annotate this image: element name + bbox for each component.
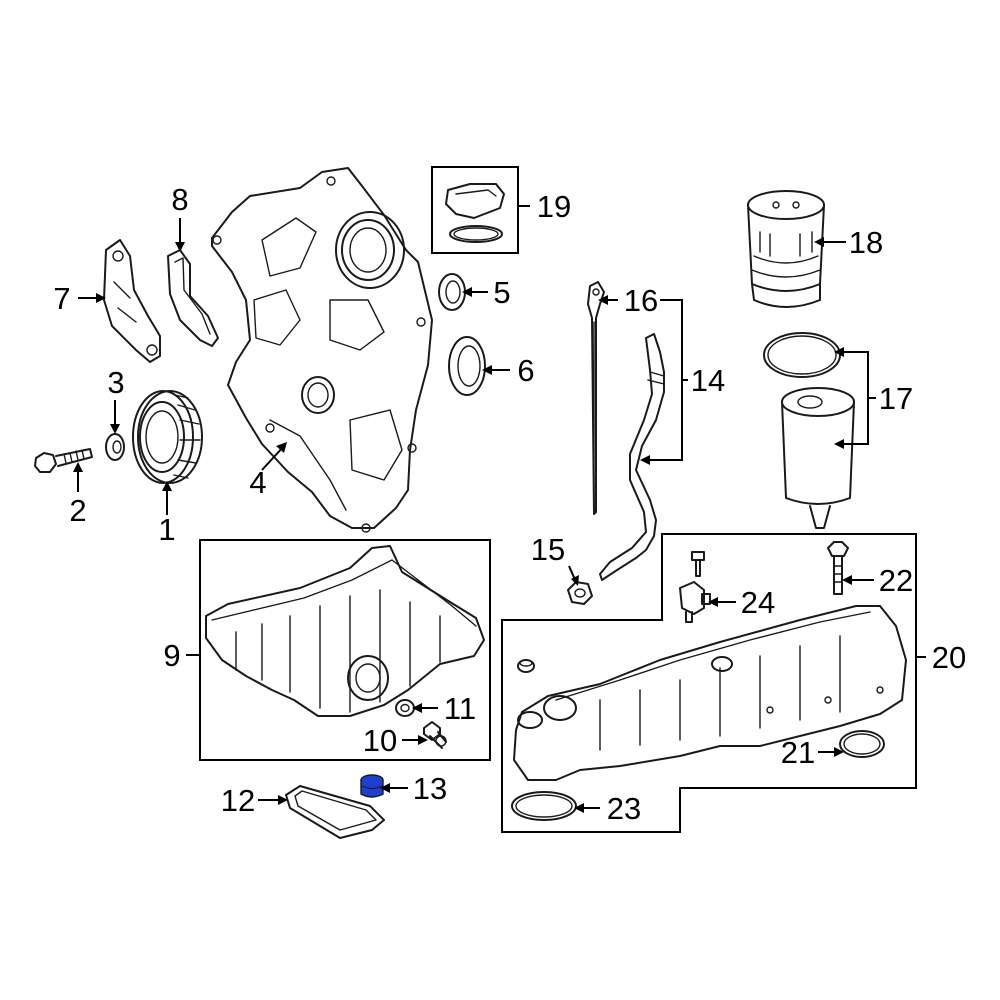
gasket-icon <box>511 791 577 821</box>
oil-filter-element-icon <box>763 332 855 529</box>
filter-housing-cap-icon <box>747 190 825 308</box>
bolt-icon <box>827 541 849 595</box>
gasket-icon <box>285 785 385 839</box>
callout-20: 20 <box>932 640 966 675</box>
arrowheads <box>73 237 852 813</box>
callout-12: 12 <box>221 783 255 818</box>
callout-8: 8 <box>171 182 188 217</box>
sensor-icon <box>679 581 711 623</box>
filter-housing-group-box <box>431 166 519 254</box>
filter-housing-icon <box>445 183 505 243</box>
callout-1: 1 <box>158 512 175 547</box>
callout-18: 18 <box>849 225 883 260</box>
callout-11: 11 <box>444 691 476 726</box>
oil-pan-icon <box>205 545 485 717</box>
callout-3: 3 <box>107 365 124 400</box>
callout-19: 19 <box>537 189 571 224</box>
callout-23: 23 <box>607 791 641 826</box>
seal-icon <box>438 273 466 311</box>
bolt-icon <box>34 448 93 473</box>
callout-5: 5 <box>493 275 510 310</box>
screw-icon <box>691 551 705 577</box>
grommet-icon <box>567 581 593 605</box>
dipstick-tube-icon <box>599 333 665 581</box>
washer-icon <box>395 699 415 717</box>
callout-7: 7 <box>53 281 70 316</box>
gasket-icon <box>839 730 885 758</box>
dipstick-icon <box>587 281 605 515</box>
callout-6: 6 <box>517 353 534 388</box>
callout-14: 14 <box>691 363 725 398</box>
callout-labels: 1 2 3 4 5 6 7 8 9 10 11 12 13 14 15 16 1… <box>53 182 966 826</box>
oil-pan-group-box <box>199 539 491 761</box>
cap-icon <box>517 659 535 673</box>
intake-manifold-group-box <box>501 533 917 833</box>
plug-icon <box>360 774 384 798</box>
drain-plug-icon <box>423 721 447 749</box>
callout-13: 13 <box>413 771 447 806</box>
callout-9: 9 <box>163 638 180 673</box>
bracket-icon <box>103 239 161 363</box>
callout-15: 15 <box>531 532 565 567</box>
crankshaft-pulley-icon <box>132 390 203 484</box>
intake-manifold-icon <box>513 605 907 781</box>
callout-2: 2 <box>69 493 86 528</box>
seal-icon <box>448 336 486 396</box>
callout-10: 10 <box>363 723 397 758</box>
timing-cover-icon <box>211 167 433 533</box>
callout-21: 21 <box>781 735 815 770</box>
washer-icon <box>105 433 125 461</box>
callout-22: 22 <box>879 563 913 598</box>
callout-4: 4 <box>249 465 266 500</box>
callout-24: 24 <box>741 585 775 620</box>
callout-17: 17 <box>879 381 913 416</box>
gasket-icon <box>167 249 219 347</box>
callout-16: 16 <box>624 283 658 318</box>
